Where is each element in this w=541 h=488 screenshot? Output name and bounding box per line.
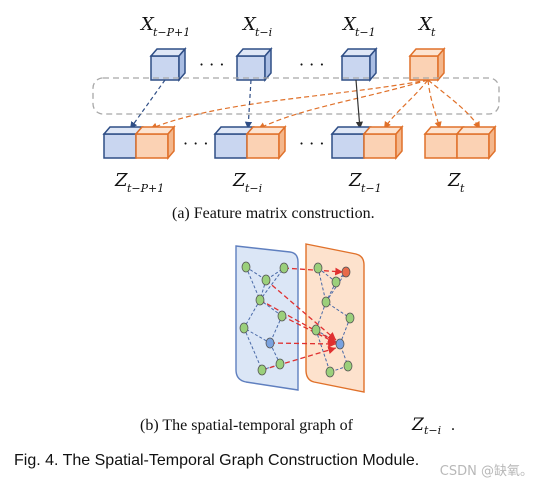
svg-text:t−P+1: t−P+1 <box>127 182 164 195</box>
top-label-x-t-i: X t−i <box>241 14 272 39</box>
cube-x-t <box>408 46 446 83</box>
panel-b: (b) The spatial-temporal graph of Z t−i … <box>140 243 455 437</box>
top-label-x-t-1: X t−1 <box>341 14 376 39</box>
arrow-x-t-p1 <box>129 79 166 130</box>
graph-nodes-blue <box>239 261 289 376</box>
svg-text:t−P+1: t−P+1 <box>153 26 190 39</box>
top-label-x-t: X t <box>417 14 436 39</box>
svg-text:t: t <box>460 182 465 195</box>
ellipsis-top-2: · · · <box>299 55 324 74</box>
arrow-x-t-1 <box>355 79 364 130</box>
svg-text:Z: Z <box>114 170 128 191</box>
svg-text:Z: Z <box>447 170 461 191</box>
cube-x-t-i <box>235 46 273 83</box>
svg-text:t−i: t−i <box>245 182 262 195</box>
svg-text:Z: Z <box>232 170 246 191</box>
caption-a: (a) Feature matrix construction. <box>172 205 375 222</box>
svg-text:Z: Z <box>348 170 362 191</box>
svg-text:X: X <box>241 14 257 35</box>
figure-caption: Fig. 4. The Spatial-Temporal Graph Const… <box>14 452 420 469</box>
caption-b: (b) The spatial-temporal graph of Z t−i … <box>140 415 455 437</box>
svg-text:.: . <box>451 417 455 434</box>
cube-pair-z-t <box>423 124 497 161</box>
dashed-group-box <box>92 77 500 115</box>
ellipsis-bottom-2: · · · <box>299 134 324 153</box>
svg-text:X: X <box>341 14 357 35</box>
top-label-x-t-p1: X t−P+1 <box>139 14 190 39</box>
temporal-edges <box>259 267 344 371</box>
svg-text:X: X <box>139 14 155 35</box>
svg-text:t−i: t−i <box>424 424 441 437</box>
cube-pair-z-t-i <box>213 124 287 161</box>
ellipsis-top-1: · · · <box>199 55 224 74</box>
bottom-label-z-t-i: Z t−i <box>232 170 262 195</box>
bottom-label-z-t: Z t <box>447 170 465 195</box>
svg-text:(b) The spatial-temporal grap: (b) The spatial-temporal graph of <box>140 417 354 434</box>
svg-text:t−i: t−i <box>255 26 272 39</box>
svg-text:Z: Z <box>411 415 425 435</box>
watermark: CSDN @缺氧。 <box>439 464 533 479</box>
bottom-label-z-t-1: Z t−1 <box>348 170 382 195</box>
svg-text:t−1: t−1 <box>355 26 376 39</box>
panel-a: X t−P+1 X t−i X t−1 X t <box>92 14 500 222</box>
graph-panel-blue <box>235 245 299 391</box>
svg-text:t−1: t−1 <box>361 182 382 195</box>
svg-text:X: X <box>417 14 433 35</box>
cube-pair-z-t-p1 <box>102 124 176 161</box>
arrows-from-xt <box>149 79 481 130</box>
bottom-label-z-t-p1: Z t−P+1 <box>114 170 164 195</box>
cube-pair-z-t-1 <box>330 124 404 161</box>
ellipsis-bottom-1: · · · <box>183 134 208 153</box>
graph-nodes-orange <box>311 262 355 378</box>
cube-x-t-1 <box>340 46 378 83</box>
arrow-x-t-i <box>244 79 253 130</box>
svg-text:t: t <box>431 26 436 39</box>
graph-panel-orange <box>305 243 365 393</box>
cube-x-t-p1 <box>149 46 187 83</box>
